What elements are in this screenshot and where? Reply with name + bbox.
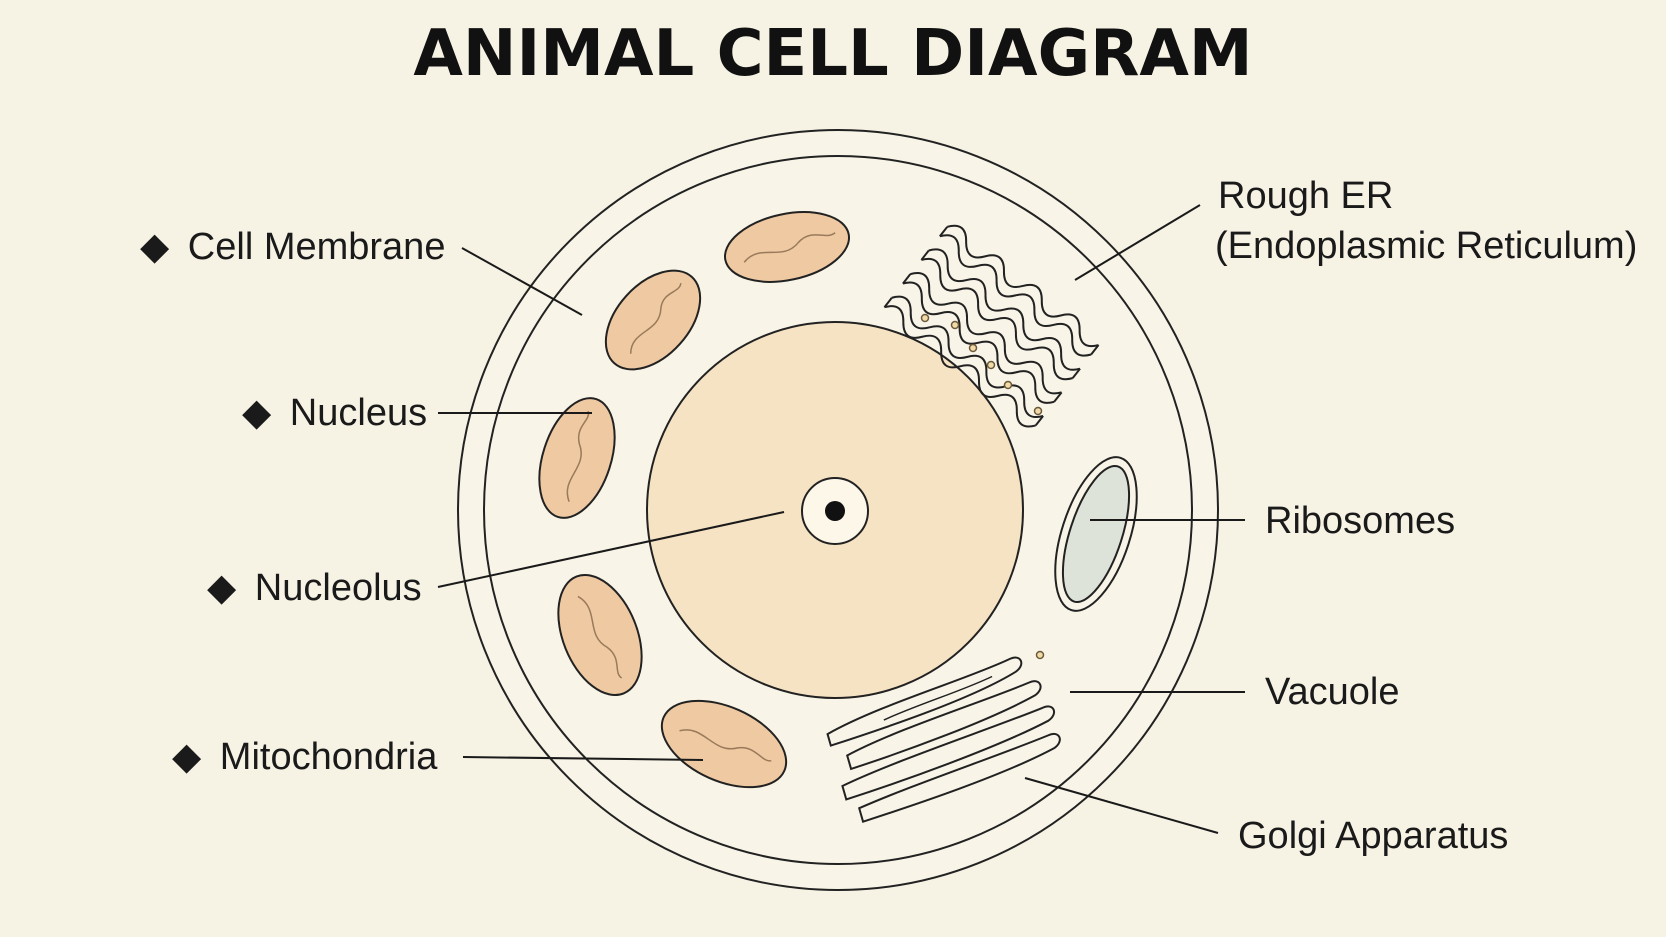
- vacuole: [1054, 456, 1138, 612]
- mitochondrion: [604, 269, 702, 371]
- ribosome: [968, 343, 978, 353]
- bullet-diamond-icon: ◆: [242, 392, 272, 434]
- bullet-diamond-icon: ◆: [140, 226, 170, 268]
- mitochondrion: [723, 211, 851, 283]
- label-text: Mitochondria: [220, 736, 438, 778]
- label-text: Nucleus: [290, 392, 427, 434]
- leader-line-nucleolus: [437, 511, 785, 588]
- diagram-title: ANIMAL CELL DIAGRAM: [413, 17, 1253, 91]
- mitochondria-group: [538, 211, 851, 789]
- leader-line-cell-membrane: [461, 247, 583, 316]
- ribosome: [950, 320, 960, 330]
- nucleolus-core: [825, 501, 845, 521]
- label-golgi-apparatus: Golgi Apparatus: [1238, 815, 1508, 857]
- label-rough-er: Rough ER: [1218, 175, 1393, 217]
- bullet-diamond-icon: ◆: [172, 736, 202, 778]
- label-text: Nucleolus: [255, 567, 422, 609]
- ribosome: [986, 360, 996, 370]
- leader-line-mitochondria: [462, 756, 704, 761]
- label-cell-membrane: ◆ Cell Membrane: [140, 226, 445, 268]
- ribosome: [920, 313, 930, 323]
- leader-line-rough-er: [1074, 204, 1201, 281]
- label-nucleolus: ◆ Nucleolus: [207, 567, 422, 609]
- ribosome: [1033, 406, 1043, 416]
- label-mitochondria: ◆ Mitochondria: [172, 736, 438, 778]
- mitochondrion: [660, 699, 788, 789]
- leader-line-golgi: [1024, 777, 1219, 834]
- golgi-apparatus: [826, 656, 1061, 823]
- bullet-diamond-icon: ◆: [207, 567, 237, 609]
- label-nucleus: ◆ Nucleus: [242, 392, 427, 434]
- label-ribosomes: Ribosomes: [1265, 500, 1455, 542]
- mitochondrion: [538, 397, 616, 519]
- label-text: Cell Membrane: [188, 226, 446, 268]
- mitochondrion: [557, 573, 643, 697]
- ribosome-dots: [920, 313, 1045, 660]
- rough-er: [883, 224, 1100, 428]
- label-vacuole: Vacuole: [1265, 671, 1400, 713]
- ribosome: [1035, 650, 1045, 660]
- ribosome: [1003, 380, 1013, 390]
- label-endoplasmic-reticulum: (Endoplasmic Reticulum): [1215, 225, 1637, 267]
